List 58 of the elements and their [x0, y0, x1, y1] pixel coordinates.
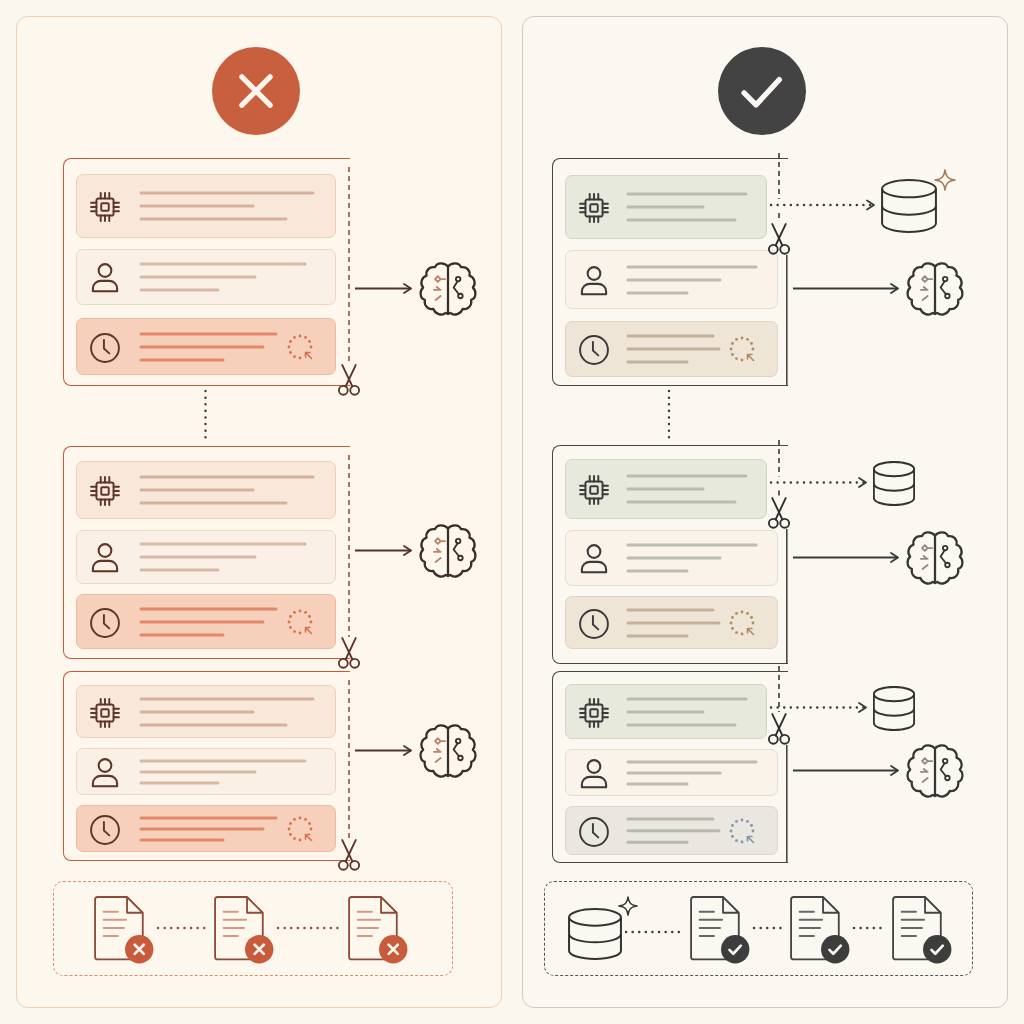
- arrow: [792, 283, 899, 294]
- prompt-block: [552, 158, 788, 386]
- prompt-segment: [76, 530, 336, 584]
- brain-icon: [905, 530, 965, 587]
- prompt-segment: [565, 684, 767, 739]
- arrow: [354, 545, 412, 556]
- prompt-block: [63, 446, 350, 659]
- prompt-segment: [76, 249, 336, 305]
- database-icon: [881, 179, 937, 233]
- prompt-segment: [565, 530, 778, 586]
- document-icon: [892, 896, 952, 964]
- prompt-segment: [565, 250, 778, 309]
- prompt-block: [63, 158, 350, 386]
- prompt-segment: [76, 461, 336, 519]
- prompt-segment: [565, 321, 778, 377]
- document-icon: [790, 896, 850, 964]
- dotted-line: [156, 926, 208, 930]
- dashed-group-box: [53, 881, 453, 976]
- database-icon: [873, 461, 915, 506]
- dotted-line: [276, 926, 342, 930]
- comparison-panel: [16, 16, 502, 1008]
- prompt-segment: [76, 318, 336, 375]
- arrow: [792, 552, 899, 563]
- prompt-segment: [76, 805, 336, 852]
- brain-icon: [905, 261, 965, 318]
- dotted-line: [204, 389, 207, 441]
- database-icon: [873, 686, 915, 731]
- prompt-segment: [76, 748, 336, 795]
- document-icon: [348, 896, 408, 964]
- prompt-block: [552, 445, 788, 664]
- comparison-panel: [522, 16, 1008, 1008]
- prompt-segment: [565, 459, 767, 519]
- document-icon: [690, 896, 750, 964]
- brain-icon: [418, 523, 478, 580]
- prompt-segment: [565, 806, 778, 855]
- dotted-arrow: [769, 702, 868, 713]
- brain-icon: [905, 743, 965, 800]
- dotted-arrow: [769, 199, 876, 211]
- prompt-block: [63, 671, 350, 861]
- prompt-segment: [76, 594, 336, 649]
- dotted-arrow: [769, 477, 868, 488]
- document-icon: [94, 896, 154, 964]
- brain-icon: [418, 723, 478, 780]
- arrow: [792, 765, 899, 776]
- prompt-segment: [565, 749, 778, 796]
- database-icon: [568, 908, 622, 960]
- dashed-group-box: [544, 881, 973, 976]
- arrow: [354, 283, 412, 294]
- dotted-line: [752, 926, 784, 930]
- document-icon: [214, 896, 274, 964]
- arrow: [354, 745, 412, 756]
- brain-icon: [418, 261, 478, 318]
- prompt-block: [552, 671, 788, 863]
- prompt-segment: [76, 174, 336, 238]
- prompt-segment: [565, 596, 778, 649]
- dotted-line: [667, 389, 671, 440]
- prompt-segment: [76, 685, 336, 738]
- prompt-segment: [565, 175, 767, 239]
